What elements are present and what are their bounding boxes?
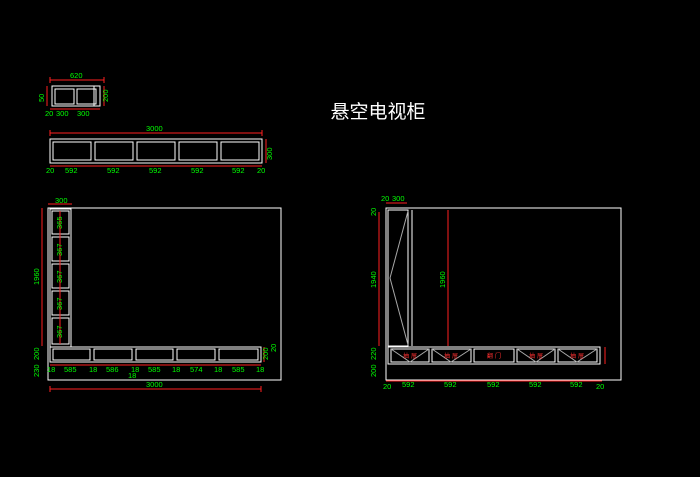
small-depth: 300 bbox=[77, 109, 90, 118]
left-top-width: 300 bbox=[55, 196, 68, 205]
bottom-seg-2: 18 bbox=[89, 365, 97, 374]
bottom-seg-9: 585 bbox=[232, 365, 245, 374]
top-plan-view: 3000 300 20 592 592 592 592 592 20 bbox=[46, 124, 274, 175]
door-tag-4: 抽 屉 bbox=[529, 352, 543, 360]
top-seg-5: 592 bbox=[232, 166, 245, 175]
drawing-title: 悬空电视柜 bbox=[330, 101, 425, 123]
shelf-height-2: 367 bbox=[55, 243, 64, 256]
shelf-height-4: 367 bbox=[55, 297, 64, 310]
left-right-h2: 20 bbox=[269, 344, 278, 352]
small-section-view: 620 50 200 20 300 300 bbox=[37, 71, 110, 118]
right-seg-6: 20 bbox=[596, 382, 604, 391]
shelf-height-5: 367 bbox=[55, 325, 64, 338]
door-tag-3: 翻 门 bbox=[487, 352, 501, 360]
front-elevation-left: 300 365 367 367 367 367 1960 200 230 200… bbox=[32, 196, 282, 392]
bottom-seg-1: 585 bbox=[64, 365, 77, 374]
small-height-left: 50 bbox=[37, 94, 46, 102]
bottom-seg-4: 18 bbox=[131, 365, 139, 374]
right-inner-height: 1960 bbox=[438, 271, 447, 288]
left-bottom-h1: 200 bbox=[32, 347, 41, 360]
right-seg-3: 592 bbox=[487, 380, 500, 389]
bottom-seg-7: 574 bbox=[190, 365, 203, 374]
bottom-seg-10: 18 bbox=[256, 365, 264, 374]
door-tag-2: 抽 屉 bbox=[444, 352, 458, 360]
top-seg-6: 20 bbox=[257, 166, 265, 175]
right-seg-4: 592 bbox=[529, 380, 542, 389]
right-bottom-h2: 200 bbox=[369, 364, 378, 377]
right-top-seg-1: 300 bbox=[392, 194, 405, 203]
top-seg-1: 592 bbox=[65, 166, 78, 175]
bottom-seg-5: 585 bbox=[148, 365, 161, 374]
right-seg-2: 592 bbox=[444, 380, 457, 389]
small-seg-20: 20 bbox=[45, 109, 53, 118]
small-width-label: 620 bbox=[70, 71, 83, 80]
left-bottom-total: 3000 bbox=[146, 380, 163, 389]
left-column-height: 1960 bbox=[32, 268, 41, 285]
right-outer-height: 1940 bbox=[369, 271, 378, 288]
left-bottom-h2: 230 bbox=[32, 364, 41, 377]
top-plan-depth: 300 bbox=[265, 147, 274, 160]
shelf-height-1: 365 bbox=[55, 216, 64, 229]
right-seg-1: 592 bbox=[402, 380, 415, 389]
front-elevation-right: 20 300 20 1940 220 200 1960 抽 屉 抽 屉 翻 门 … bbox=[369, 194, 622, 391]
right-top-seg-0: 20 bbox=[381, 194, 389, 203]
right-seg-0: 20 bbox=[383, 382, 391, 391]
door-tag-1: 抽 屉 bbox=[403, 352, 417, 360]
top-plan-total: 3000 bbox=[146, 124, 163, 133]
top-seg-0: 20 bbox=[46, 166, 54, 175]
bottom-seg-6: 18 bbox=[172, 365, 180, 374]
top-seg-4: 592 bbox=[191, 166, 204, 175]
left-bottom-18: 18 bbox=[128, 371, 136, 380]
door-tag-5: 抽 屉 bbox=[570, 352, 584, 360]
bottom-seg-3: 586 bbox=[106, 365, 119, 374]
small-left-seg: 300 bbox=[56, 109, 69, 118]
bottom-seg-0: 18 bbox=[47, 365, 55, 374]
right-top-left-20: 20 bbox=[369, 208, 378, 216]
right-bottom-h1: 220 bbox=[369, 347, 378, 360]
right-seg-5: 592 bbox=[570, 380, 583, 389]
bottom-seg-8: 18 bbox=[214, 365, 222, 374]
left-right-h1: 200 bbox=[261, 347, 270, 360]
top-seg-2: 592 bbox=[107, 166, 120, 175]
small-height-right: 200 bbox=[101, 89, 110, 102]
top-seg-3: 592 bbox=[149, 166, 162, 175]
shelf-height-3: 367 bbox=[55, 270, 64, 283]
